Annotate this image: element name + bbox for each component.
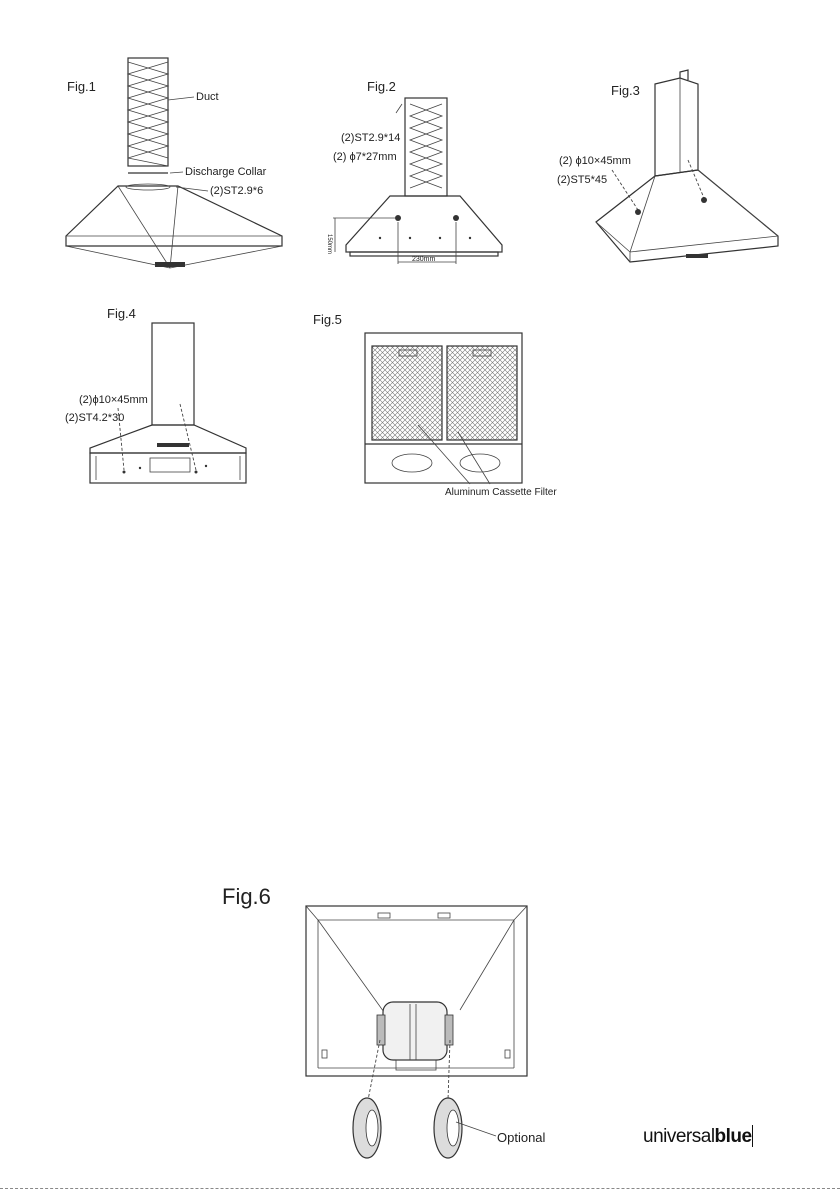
brand-divider [752,1125,753,1147]
fig6-label-optional: Optional [497,1131,545,1144]
brand-text-bold: blue [715,1126,752,1147]
brand-text-light: universal [643,1126,715,1147]
brand-logo: universalblue [643,1126,752,1148]
page-bottom-border [0,1188,840,1189]
